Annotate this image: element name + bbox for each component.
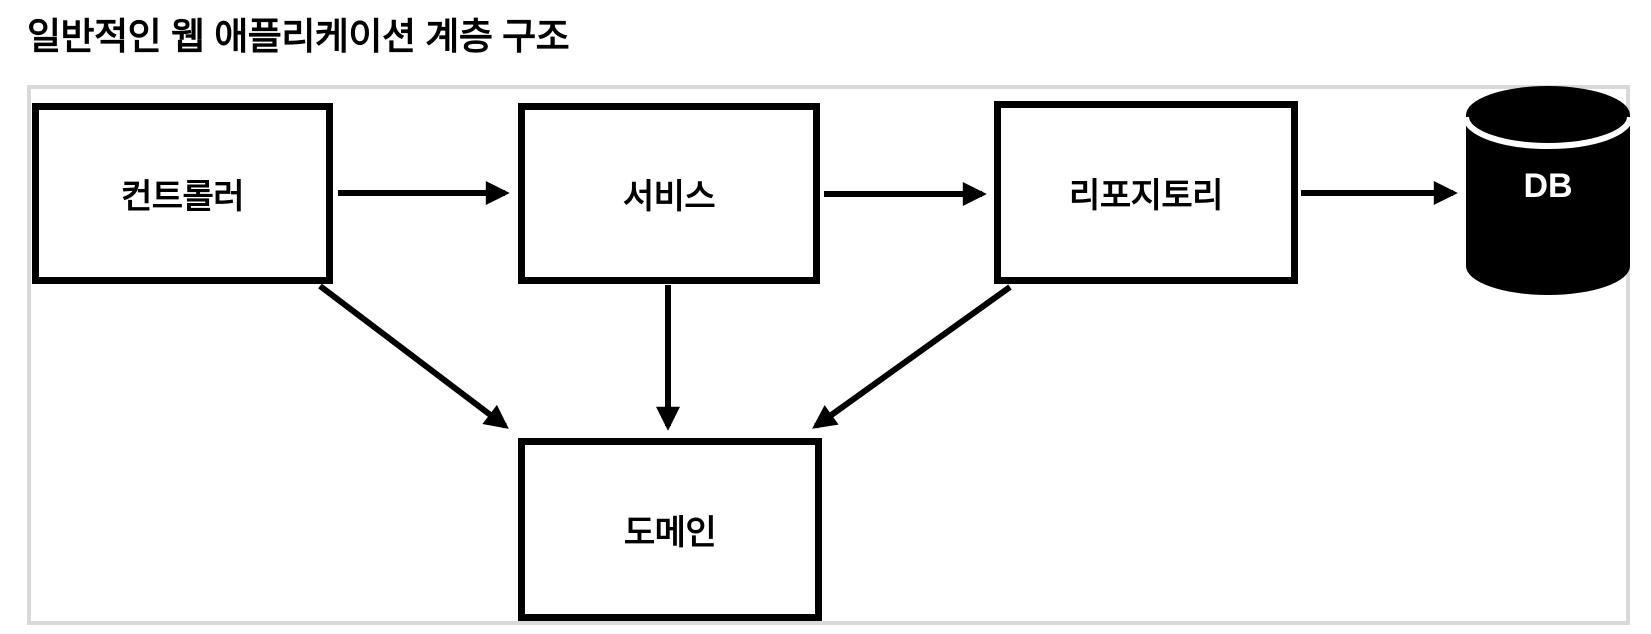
node-controller: 컨트롤러 xyxy=(32,103,333,284)
node-domain-label: 도메인 xyxy=(623,514,717,552)
node-db-cylinder: DB xyxy=(1463,84,1633,298)
node-controller-label: 컨트롤러 xyxy=(120,178,245,216)
node-domain: 도메인 xyxy=(518,438,822,621)
node-service: 서비스 xyxy=(518,103,820,284)
node-db-label: DB xyxy=(1523,167,1572,205)
diagram-title: 일반적인 웹 애플리케이션 계층 구조 xyxy=(27,16,570,57)
node-repository: 리포지토리 xyxy=(994,101,1298,284)
database-cylinder-icon: DB xyxy=(1463,86,1633,295)
node-service-label: 서비스 xyxy=(622,178,716,216)
node-repository-label: 리포지토리 xyxy=(1069,177,1223,215)
